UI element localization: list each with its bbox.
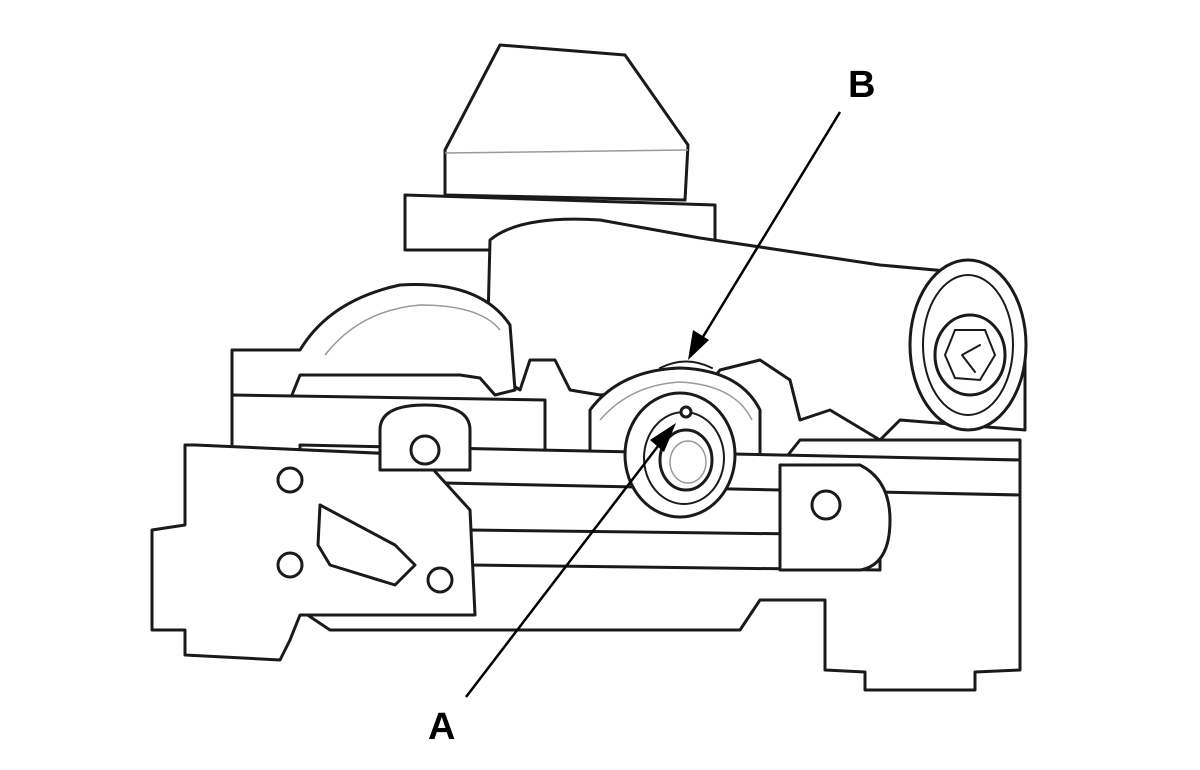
bracket-hole-1 xyxy=(276,466,304,494)
arrowhead-a-icon xyxy=(650,423,676,452)
callout-label-a: A xyxy=(428,706,456,748)
bracket-hole-3 xyxy=(426,566,454,594)
bracket-hole-2 xyxy=(276,551,304,579)
bracket-web-cutout xyxy=(316,503,417,587)
arrowhead-b-icon xyxy=(688,330,709,360)
leader-line-b xyxy=(696,111,842,346)
top-cap xyxy=(443,43,690,202)
hex-socket-icon xyxy=(943,329,997,382)
left-bracket-plate xyxy=(150,443,477,662)
clamp-hole xyxy=(810,489,842,521)
orifice-mark xyxy=(679,405,693,419)
callout-label-b: B xyxy=(848,64,876,106)
left-arch-housing xyxy=(230,283,517,402)
leader-line-a xyxy=(465,432,669,698)
